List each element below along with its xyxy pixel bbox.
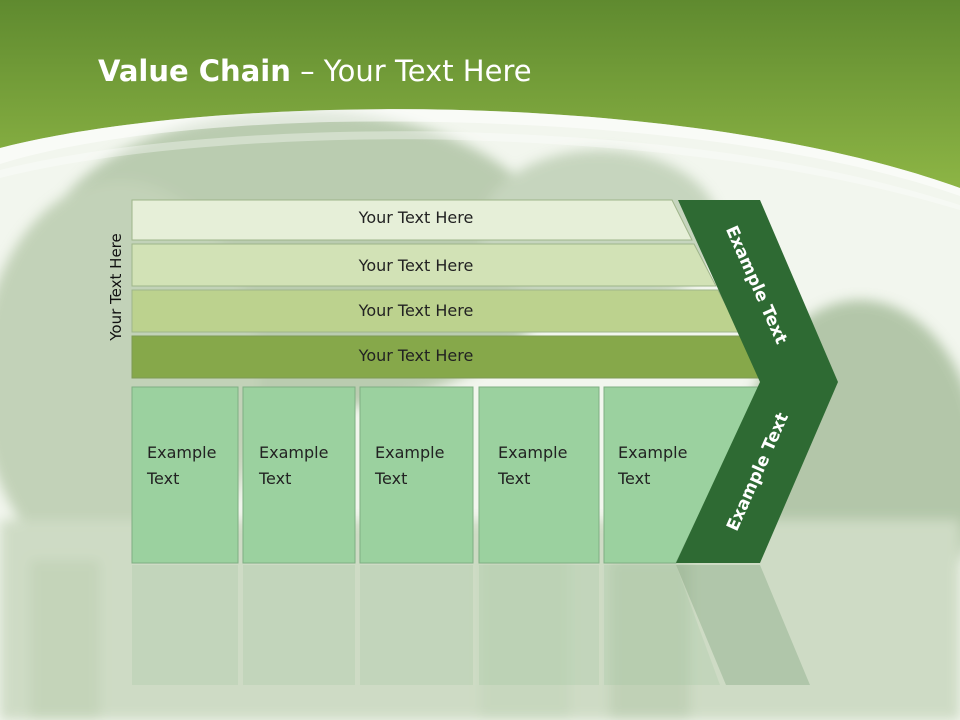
header-band (0, 0, 960, 188)
column-box-3 (359, 386, 474, 564)
column-box-1 (131, 386, 239, 564)
reflection (132, 565, 810, 685)
row-bar-1 (131, 199, 693, 241)
column-box-4 (478, 386, 600, 564)
row-label-2: Your Text Here (358, 256, 474, 275)
row-label-4: Your Text Here (358, 346, 474, 365)
chevron-arrow (676, 200, 838, 563)
row-label-1: Your Text Here (358, 208, 474, 227)
row-label-3: Your Text Here (358, 301, 474, 320)
side-label: Your Text Here (107, 233, 125, 341)
slide-title: Value Chain – Your Text Here (98, 54, 532, 88)
column-box-2 (242, 386, 356, 564)
row-bar-2 (131, 243, 717, 287)
